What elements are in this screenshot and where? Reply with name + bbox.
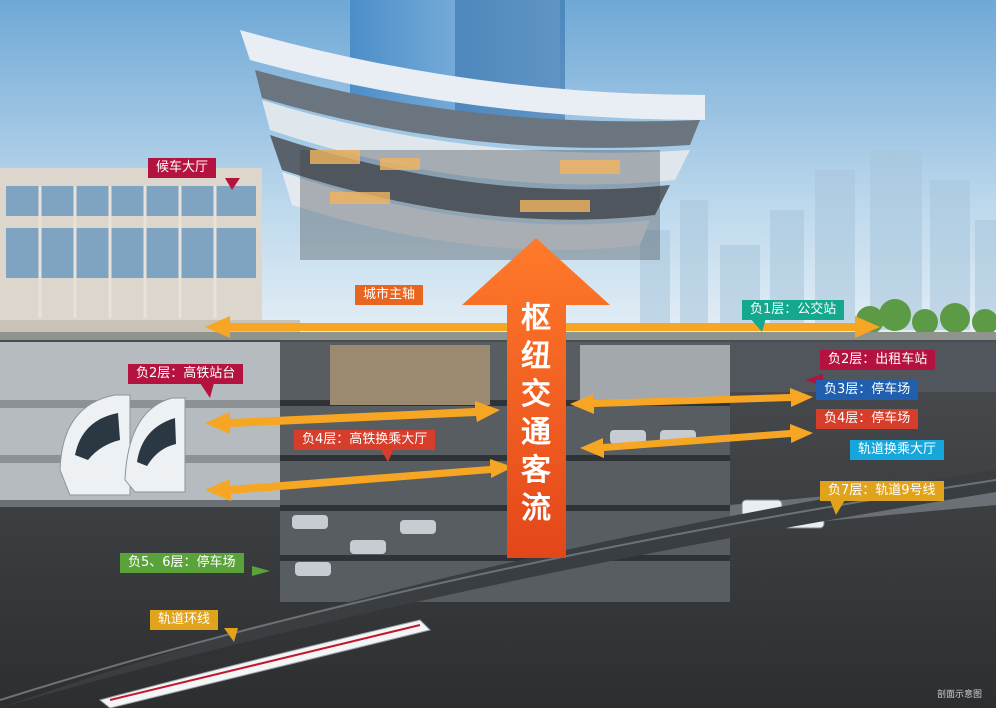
arrow-b2-left <box>205 401 500 434</box>
loop-line-train <box>98 619 431 708</box>
label-waiting-hall: 候车大厅 <box>148 158 217 178</box>
label-rail-transfer-hall: 轨道换乘大厅 <box>850 440 945 460</box>
section-caption: 剖面示意图 <box>936 690 982 700</box>
hub-flow-char: 客 <box>521 453 551 488</box>
ground-surface <box>0 332 996 340</box>
core-underground <box>280 342 730 602</box>
label-b7-line9: 负7层：轨道9号线 <box>820 481 944 501</box>
label-loop-line: 轨道环线 <box>150 610 219 630</box>
label-city-axis: 城市主轴 <box>355 285 424 305</box>
trees-right <box>856 299 996 335</box>
station-building <box>0 168 300 332</box>
arrow-b4-left <box>205 459 513 501</box>
hub-flow-char: 交 <box>521 377 551 412</box>
label-b2-taxi: 负2层：出租车站 <box>820 350 936 370</box>
label-pointers <box>200 178 845 642</box>
label-b4-parking: 负4层：停车场 <box>816 409 919 429</box>
hub-flow-char: 纽 <box>521 339 551 374</box>
hub-flow-char: 流 <box>521 491 551 526</box>
high-speed-train-2 <box>124 397 186 493</box>
podium-mall <box>240 30 705 260</box>
label-b4-hsr-transfer: 负4层：高铁换乘大厅 <box>294 430 436 450</box>
label-b3-parking: 负3层：停车场 <box>816 380 919 400</box>
label-b1-bus: 负1层：公交站 <box>742 300 845 320</box>
label-b56-parking: 负5、6层：停车场 <box>120 553 244 573</box>
arrow-b3-right <box>570 388 813 414</box>
high-speed-train-1 <box>59 394 131 496</box>
hub-flow-char: 通 <box>521 415 551 450</box>
label-b2-hsr-platform: 负2层：高铁站台 <box>128 364 244 384</box>
arrow-b4-right <box>580 424 813 458</box>
loop-line-tunnel <box>0 470 996 708</box>
hub-flow-text: 枢 纽 交 通 客 流 <box>516 300 556 528</box>
hub-flow-arrow <box>462 238 610 558</box>
hub-flow-char: 枢 <box>521 301 551 336</box>
